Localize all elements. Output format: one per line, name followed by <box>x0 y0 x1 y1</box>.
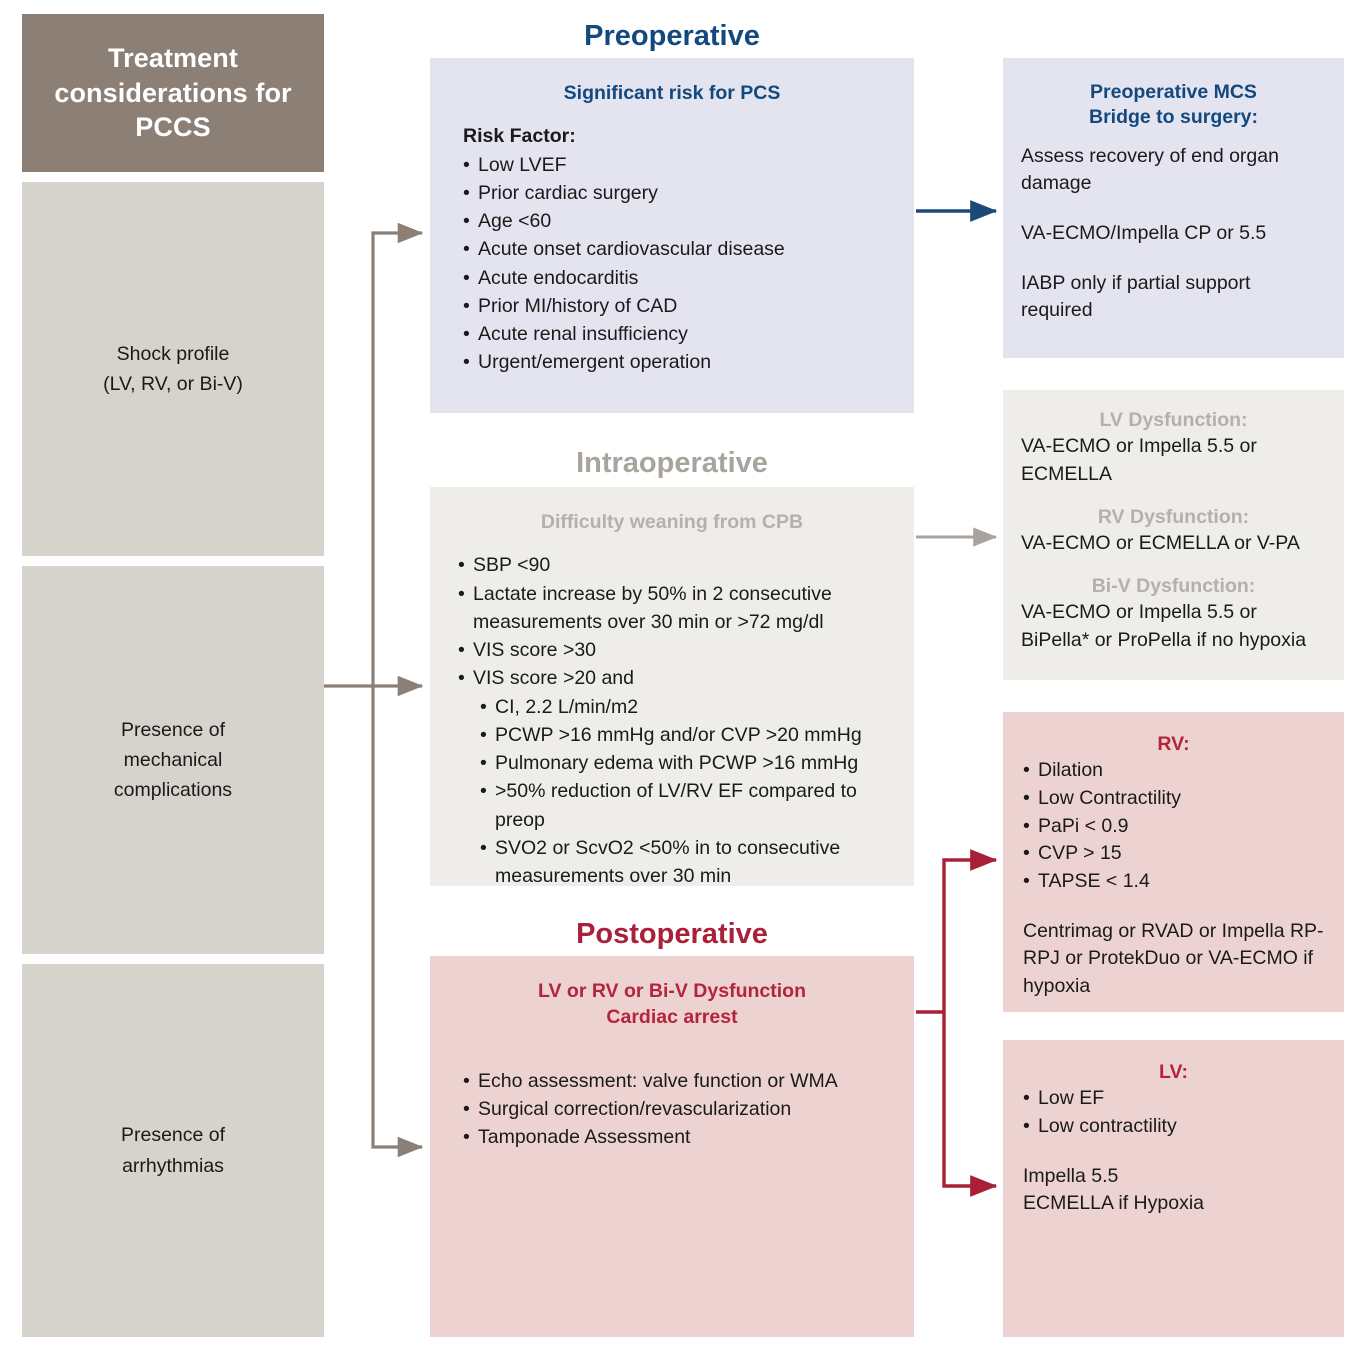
lv-criteria-list: Low EFLow contractility <box>1023 1085 1328 1140</box>
list-item: Acute renal insufficiency <box>463 320 894 349</box>
treatment-title-text: Treatment considerations for PCCS <box>54 43 292 143</box>
list-item: Low Contractility <box>1023 785 1328 813</box>
biv-dysfunction-text: VA-ECMO or Impella 5.5 or BiPella* or Pr… <box>1021 601 1307 651</box>
list-item: PCWP >16 mmHg and/or CVP >20 mmHg <box>480 721 898 750</box>
panel-intraoperative-body: SBP <90Lactate increase by 50% in 2 cons… <box>430 535 914 890</box>
spacer <box>1021 198 1326 220</box>
list-item: Echo assessment: valve function or WMA <box>463 1067 898 1096</box>
list-item: CVP > 15 <box>1023 840 1328 868</box>
connector-trunk-to-preoperative <box>371 222 424 686</box>
treatment-title-box: Treatment considerations for PCCS <box>22 14 324 172</box>
connector-postoperative-to-rv-lv <box>916 849 998 1197</box>
dysfunction-body: LV Dysfunction: VA-ECMO or Impella 5.5 o… <box>1003 390 1344 654</box>
rv-device-text: Centrimag or RVAD or Impella RP-RPJ or P… <box>1023 919 1324 998</box>
list-item: Acute endocarditis <box>463 264 894 293</box>
rv-panel-body: DilationLow ContractilityPaPi < 0.9CVP >… <box>1003 757 1344 1001</box>
list-item: PaPi < 0.9 <box>1023 813 1328 841</box>
panel-lv-criteria: LV: Low EFLow contractility Impella 5.5E… <box>1003 1040 1344 1337</box>
lv-panel-title: LV: <box>1159 1061 1188 1083</box>
left-item-shock-profile-label: Shock profile(LV, RV, or Bi-V) <box>103 342 243 395</box>
connector-trunk-to-postoperative <box>371 686 424 1158</box>
panel-preoperative: Significant risk for PCS Risk Factor: Lo… <box>430 58 914 413</box>
list-item: Age <60 <box>463 207 894 236</box>
panel-postoperative-body: Echo assessment: valve function or WMASu… <box>430 1031 914 1152</box>
list-item: Urgent/emergent operation <box>463 348 894 377</box>
heading-intraoperative: Intraoperative <box>576 447 768 479</box>
rv-panel-title: RV: <box>1157 733 1190 755</box>
list-item: VIS score >30 <box>458 636 898 665</box>
panel-preoperative-body: Risk Factor: Low LVEFPrior cardiac surge… <box>430 106 914 377</box>
list-item: TAPSE < 1.4 <box>1023 868 1328 896</box>
rv-dysfunction-title: RV Dysfunction: <box>1097 505 1250 528</box>
list-item: Prior cardiac surgery <box>463 179 894 208</box>
panel-preoperative-title: Significant risk for PCS <box>563 82 781 104</box>
list-item: Lactate increase by 50% in 2 consecutive… <box>458 580 898 637</box>
list-item: Low EF <box>1023 1085 1328 1113</box>
spacer <box>1021 248 1326 270</box>
postoperative-actions-list: Echo assessment: valve function or WMASu… <box>463 1067 898 1152</box>
preoperative-mcs-para-2: VA-ECMO/Impella CP or 5.5 <box>1021 222 1267 245</box>
lv-dysfunction-title: LV Dysfunction: <box>1099 409 1248 431</box>
intraoperative-subcriteria-list: CI, 2.2 L/min/m2PCWP >16 mmHg and/or CVP… <box>458 693 898 891</box>
panel-intraoperative: Difficulty weaning from CPB SBP <90Lacta… <box>430 487 914 887</box>
list-item: CI, 2.2 L/min/m2 <box>480 693 898 722</box>
preoperative-risk-list: Low LVEFPrior cardiac surgeryAge <60Acut… <box>463 151 894 377</box>
list-item: VIS score >20 and <box>458 664 898 693</box>
list-item: Low LVEF <box>463 151 894 180</box>
rv-criteria-list: DilationLow ContractilityPaPi < 0.9CVP >… <box>1023 757 1328 895</box>
connector-branch-to-lv <box>942 1012 998 1197</box>
spacer <box>1023 896 1328 918</box>
list-item: Surgical correction/revascularization <box>463 1095 898 1124</box>
list-item: Dilation <box>1023 757 1328 785</box>
preoperative-mcs-body: Assess recovery of end organ damage VA-E… <box>1003 131 1344 325</box>
risk-factor-lead: Risk Factor: <box>463 125 576 148</box>
lv-dysfunction-text: VA-ECMO or Impella 5.5 or ECMELLA <box>1021 435 1257 486</box>
connector-left-to-middle <box>324 222 424 1158</box>
list-item: Pulmonary edema with PCWP >16 mmHg <box>480 749 898 778</box>
left-item-shock-profile: Shock profile(LV, RV, or Bi-V) <box>22 182 324 556</box>
connector-branch-to-rv <box>942 849 998 1012</box>
list-item: Acute onset cardiovascular disease <box>463 235 894 264</box>
preoperative-mcs-para-1: Assess recovery of end organ damage <box>1021 144 1279 195</box>
dysfunction-group-rv: RV Dysfunction: VA-ECMO or ECMELLA or V-… <box>1021 489 1326 558</box>
panel-intraoperative-title: Difficulty weaning from CPB <box>540 511 804 533</box>
dysfunction-group-biv: Bi-V Dysfunction: VA-ECMO or Impella 5.5… <box>1021 558 1326 655</box>
list-item: Low contractility <box>1023 1113 1328 1141</box>
list-item: Prior MI/history of CAD <box>463 292 894 321</box>
intraoperative-criteria-list: SBP <90Lactate increase by 50% in 2 cons… <box>458 551 898 693</box>
biv-dysfunction-title: Bi-V Dysfunction: <box>1091 574 1256 597</box>
dysfunction-group-lv: LV Dysfunction: VA-ECMO or Impella 5.5 o… <box>1021 390 1326 489</box>
rv-dysfunction-text: VA-ECMO or ECMELLA or V-PA <box>1021 532 1300 555</box>
lv-panel-body: Low EFLow contractility Impella 5.5ECMEL… <box>1003 1085 1344 1218</box>
list-item: SBP <90 <box>458 551 898 580</box>
heading-postoperative: Postoperative <box>576 918 768 950</box>
panel-rv-criteria: RV: DilationLow ContractilityPaPi < 0.9C… <box>1003 712 1344 1012</box>
preoperative-mcs-para-3: IABP only if partial support required <box>1021 271 1251 322</box>
spacer <box>1023 1141 1328 1163</box>
list-item: >50% reduction of LV/RV EF compared to p… <box>480 777 898 834</box>
list-item: Tamponade Assessment <box>463 1123 898 1152</box>
list-item: SVO2 or ScvO2 <50% in to consecutive mea… <box>480 834 898 891</box>
panel-dysfunction-options: LV Dysfunction: VA-ECMO or Impella 5.5 o… <box>1003 390 1344 680</box>
heading-preoperative: Preoperative <box>584 20 760 52</box>
